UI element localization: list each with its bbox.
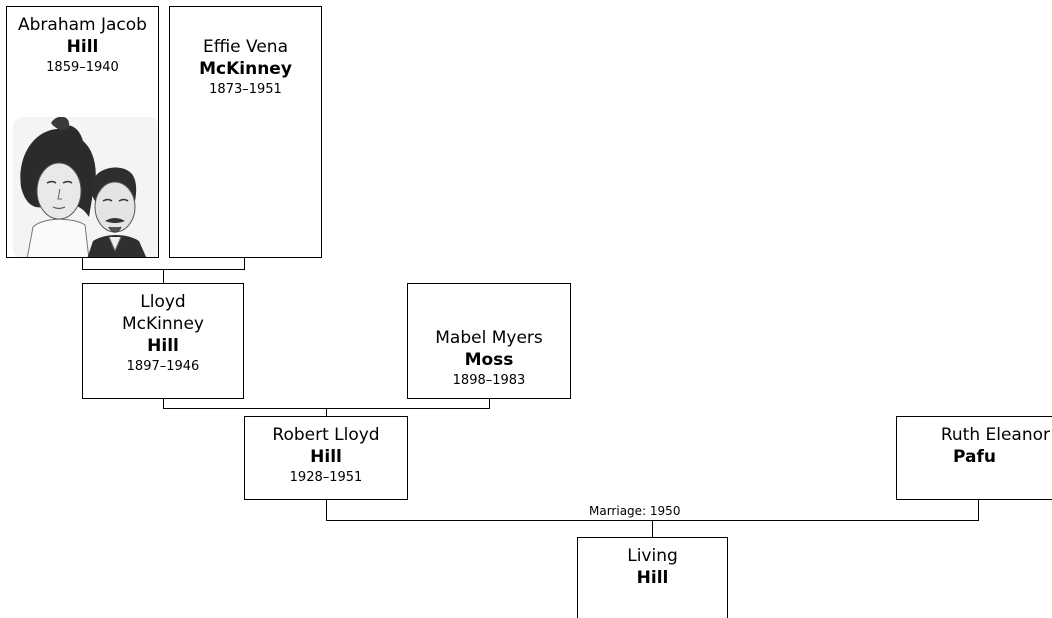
person-ruth-eleanor-pafu[interactable]: Ruth Eleanor Pafu — [896, 416, 1052, 500]
surname: McKinney — [199, 59, 292, 79]
given-name: Abraham Jacob — [18, 15, 147, 35]
connector-lloyd-down — [163, 398, 164, 409]
person-lloyd-mckinney-hill[interactable]: Lloyd McKinney Hill 1897–1946 — [82, 283, 244, 399]
surname: Hill — [636, 568, 669, 588]
person-living-hill[interactable]: Living Hill — [577, 537, 728, 618]
connector-effie-down — [244, 257, 245, 270]
life-dates: 1898–1983 — [452, 373, 526, 388]
person-mabel-myers-moss[interactable]: Mabel Myers Moss 1898–1983 — [407, 283, 571, 399]
surname: Hill — [310, 447, 342, 467]
given-name: Robert Lloyd — [272, 425, 380, 445]
life-dates: 1859–1940 — [46, 60, 119, 75]
surname: Hill — [66, 37, 99, 57]
surname: Hill — [147, 336, 179, 356]
given-name: Ruth Eleanor — [940, 425, 1050, 445]
person-abraham-jacob-hill[interactable]: Abraham Jacob Hill 1859–1940 — [6, 6, 159, 258]
given-name: Lloyd McKinney — [122, 292, 204, 334]
surname: Pafu — [953, 447, 996, 467]
surname: Moss — [464, 350, 514, 370]
connector-couple2-child — [326, 408, 327, 416]
portrait-drawing — [20, 117, 147, 257]
given-name: Living — [627, 546, 678, 566]
connector-couple3-child — [652, 520, 653, 537]
person-effie-vena-mckinney[interactable]: Effie Vena McKinney 1873–1951 — [169, 6, 322, 258]
marriage-label: Marriage: 1950 — [586, 504, 684, 518]
connector-ruth-down — [978, 499, 979, 521]
person-robert-lloyd-hill[interactable]: Robert Lloyd Hill 1928–1951 — [244, 416, 408, 500]
portrait-photo — [13, 117, 158, 257]
life-dates: 1897–1946 — [126, 359, 200, 374]
life-dates: 1928–1951 — [289, 470, 363, 485]
connector-robert-down — [326, 499, 327, 521]
given-name: Mabel Myers — [435, 328, 543, 348]
connector-abraham-down — [82, 257, 83, 270]
given-name: Effie Vena — [203, 37, 288, 57]
connector-couple1-child — [163, 269, 164, 283]
life-dates: 1873–1951 — [209, 82, 282, 97]
connector-mabel-down — [489, 398, 490, 409]
